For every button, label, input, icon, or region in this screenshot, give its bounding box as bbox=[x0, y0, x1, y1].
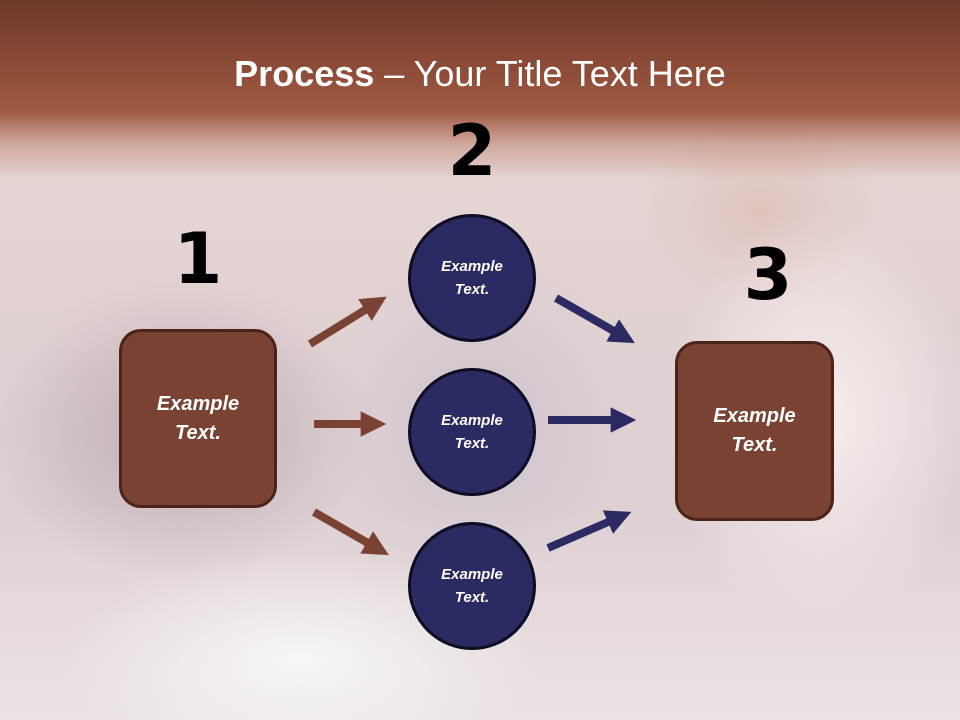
title-banner bbox=[0, 0, 960, 180]
bottom-circle-line2: Text. bbox=[454, 589, 490, 606]
bottom-circle-node: Example Text. bbox=[408, 522, 536, 650]
right-process-box: Example Text. bbox=[675, 341, 834, 521]
step-number-2: 2 bbox=[447, 110, 497, 192]
top-circle-line2: Text. bbox=[454, 281, 490, 298]
left-box-line2: Text. bbox=[175, 421, 221, 444]
left-process-box: Example Text. bbox=[119, 329, 277, 508]
middle-circle-node: Example Text. bbox=[408, 368, 536, 496]
step-number-3: 3 bbox=[743, 234, 793, 316]
slide-title: Process – Your Title Text Here bbox=[0, 52, 960, 96]
arrow-top-to-right bbox=[554, 294, 635, 344]
top-circle-node: Example Text. bbox=[408, 214, 536, 342]
bottom-circle-line1: Example bbox=[441, 566, 503, 583]
right-box-line2: Text. bbox=[731, 434, 778, 456]
middle-circle-line2: Text. bbox=[454, 435, 490, 452]
arrow-left-to-top bbox=[307, 296, 387, 348]
left-box-line1: Example bbox=[156, 392, 240, 415]
arrow-left-to-bottom bbox=[312, 508, 389, 556]
step-number-1: 1 bbox=[173, 218, 223, 300]
title-bold-text: Process bbox=[234, 53, 375, 94]
right-box-line1: Example bbox=[713, 405, 796, 427]
top-circle-line1: Example bbox=[441, 258, 503, 275]
arrow-bottom-to-right bbox=[546, 510, 632, 552]
title-subtitle-text: – Your Title Text Here bbox=[374, 53, 726, 94]
middle-circle-line1: Example bbox=[441, 412, 503, 429]
